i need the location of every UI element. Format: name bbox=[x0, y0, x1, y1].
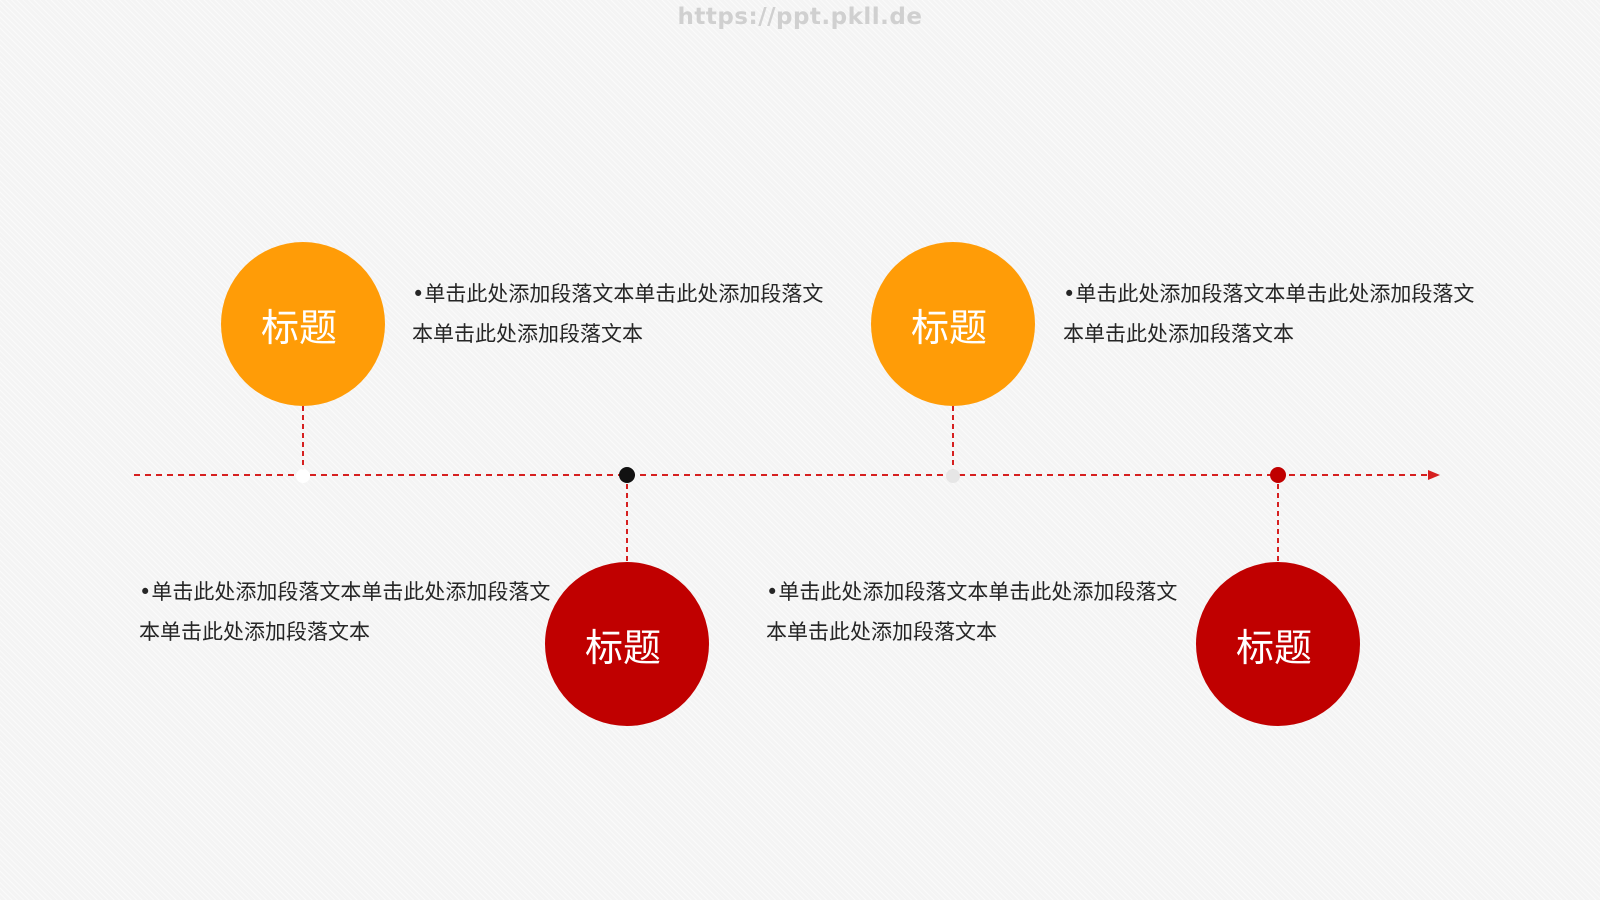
watermark-url: https://ppt.pkll.de bbox=[677, 4, 923, 30]
milestone-title-1: 标题 bbox=[260, 305, 337, 350]
milestone-title-3: 标题 bbox=[910, 305, 987, 350]
milestone-circle-2: 标题 bbox=[545, 562, 709, 726]
timeline-node-4 bbox=[1270, 467, 1286, 483]
milestone-text-4: •单击此处添加段落文本单击此处添加段落文本单击此处添加段落文本 bbox=[766, 580, 1178, 644]
milestone-circle-1: 标题 bbox=[221, 242, 385, 406]
timeline-arrowhead bbox=[1428, 470, 1440, 480]
timeline-node-1 bbox=[296, 469, 310, 483]
milestone-text-1: •单击此处添加段落文本单击此处添加段落文本单击此处添加段落文本 bbox=[412, 282, 824, 346]
timeline-node-3 bbox=[946, 469, 960, 483]
milestone-text-3: •单击此处添加段落文本单击此处添加段落文本单击此处添加段落文本 bbox=[1063, 282, 1475, 346]
milestone-title-4: 标题 bbox=[1235, 625, 1312, 670]
milestone-title-2: 标题 bbox=[584, 625, 661, 670]
milestone-circle-3: 标题 bbox=[871, 242, 1035, 406]
milestone-text-2: •单击此处添加段落文本单击此处添加段落文本单击此处添加段落文本 bbox=[139, 580, 551, 644]
milestone-circle-4: 标题 bbox=[1196, 562, 1360, 726]
timeline-node-2 bbox=[619, 467, 635, 483]
